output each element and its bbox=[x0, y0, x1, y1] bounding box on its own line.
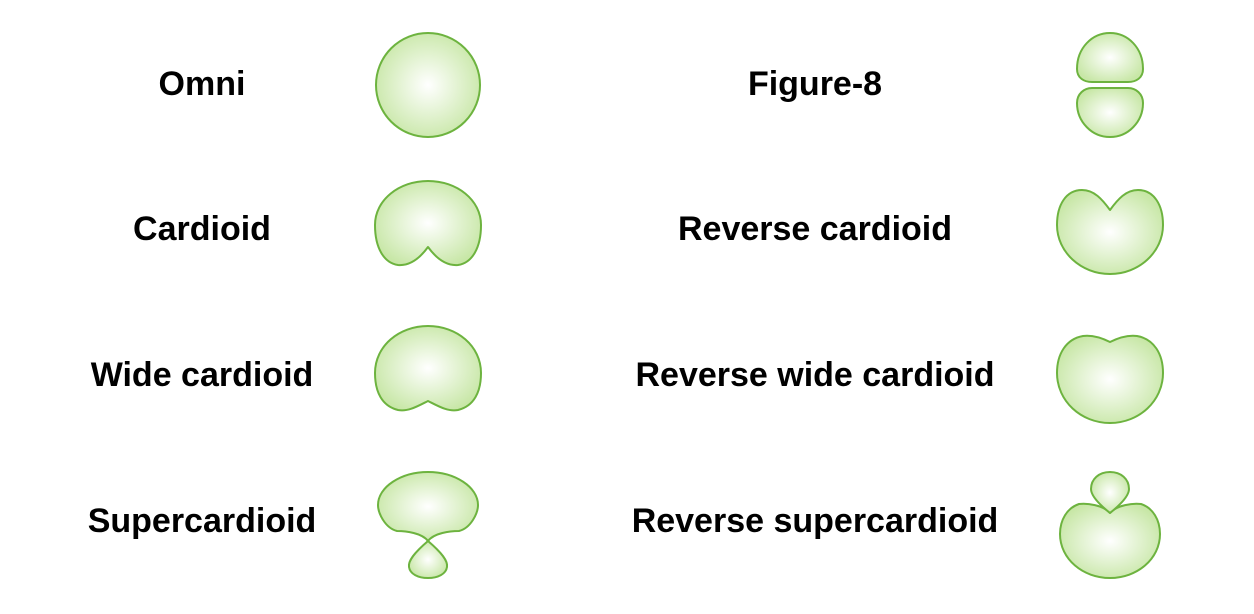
label-wide-cardioid: Wide cardioid bbox=[90, 356, 314, 394]
label-supercardioid: Supercardioid bbox=[87, 502, 317, 540]
reverse-cardioid-pattern-icon bbox=[1056, 189, 1164, 275]
wide-cardioid-pattern-icon bbox=[374, 325, 482, 412]
cardioid-pattern-icon bbox=[374, 180, 482, 267]
omni-pattern-icon bbox=[375, 32, 481, 138]
label-cardioid: Cardioid bbox=[133, 210, 271, 248]
reverse-wide-cardioid-pattern-icon bbox=[1056, 334, 1164, 424]
label-figure-8: Figure-8 bbox=[747, 65, 883, 103]
label-omni: Omni bbox=[158, 65, 246, 103]
label-reverse-cardioid: Reverse cardioid bbox=[677, 210, 953, 248]
label-reverse-wide-cardioid: Reverse wide cardioid bbox=[635, 356, 995, 394]
reverse-supercardioid-pattern-icon bbox=[1059, 471, 1161, 579]
supercardioid-pattern-icon bbox=[377, 471, 479, 579]
label-reverse-supercardioid: Reverse supercardioid bbox=[631, 502, 999, 540]
figure-8-pattern-icon bbox=[1076, 32, 1144, 138]
